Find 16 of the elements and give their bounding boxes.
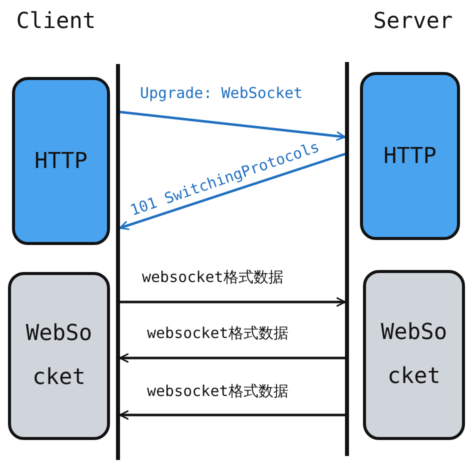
arrow [118,297,346,307]
participant-label: Client [14,6,98,36]
protocol-box: WebSocket [363,270,465,440]
lifeline [345,62,349,456]
edge-label: websocket格式数据 [145,324,290,342]
arrow [118,353,346,363]
participant-label: Server [366,6,460,36]
edge-label: websocket格式数据 [140,268,286,286]
arrow [118,152,346,230]
arrow [118,410,346,420]
edge-label: websocket格式数据 [145,382,290,400]
protocol-box: WebSocket [8,272,110,440]
protocol-box: HTTP [360,72,460,240]
protocol-box: HTTP [12,77,110,245]
arrow [118,110,346,141]
lifeline [116,64,120,460]
